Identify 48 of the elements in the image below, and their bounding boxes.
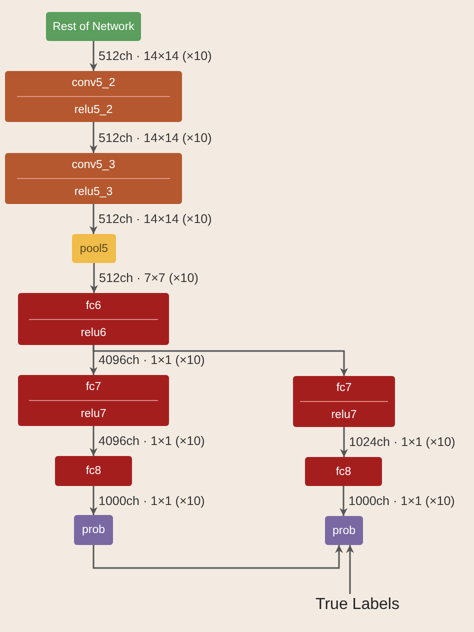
layer-name: fc8 [336, 464, 352, 480]
arrow [90, 204, 98, 234]
layer-box [325, 516, 363, 545]
layer-box [305, 457, 382, 486]
layer-name: relu7 [80, 407, 106, 422]
layer-box [72, 234, 116, 263]
arrow [90, 122, 98, 153]
edge-label: 1000ch · 1×1 (×10) [98, 492, 205, 508]
layer-name: relu5_2 [74, 103, 113, 118]
layer-name: conv5_2 [72, 76, 116, 91]
layer-name: fc8 [86, 464, 102, 479]
layer-box [18, 293, 169, 345]
arrow [340, 486, 348, 516]
layer-name: fc7 [336, 381, 352, 396]
layer-box [18, 375, 169, 426]
layer-name: prob [332, 524, 356, 538]
arrow [90, 263, 98, 293]
edge-label: 512ch · 14×14 (×10) [98, 211, 212, 227]
edge-label: 4096ch · 1×1 (×10) [98, 352, 205, 368]
layer-name: relu6 [80, 326, 106, 340]
edge-label: 512ch · 14×14 (×10) [98, 48, 212, 64]
layer-box [5, 71, 182, 122]
edge-label: 512ch · 14×14 (×10) [98, 130, 212, 146]
layer-box [5, 153, 182, 204]
edge-label: 4096ch · 1×1 (×10) [98, 433, 205, 449]
arrow [346, 545, 354, 594]
layer-box [293, 376, 395, 427]
node-label: True Labels [305, 594, 410, 616]
layer-name: conv5_3 [72, 158, 116, 173]
edge-label: 1000ch · 1×1 (×10) [348, 493, 455, 509]
layer-name: prob [82, 523, 106, 538]
arrow [92, 345, 348, 376]
edge-label: 512ch · 7×7 (×10) [99, 270, 198, 286]
layer-name: fc7 [86, 380, 102, 395]
edge-label: 1024ch · 1×1 (×10) [349, 434, 456, 450]
layer-name: fc6 [86, 298, 102, 314]
layer-name: relu5_3 [74, 185, 113, 200]
layer-box [74, 515, 113, 545]
layer-name: pool5 [80, 242, 108, 256]
arrow [340, 427, 348, 457]
arrow [90, 486, 98, 515]
arrow [90, 41, 98, 71]
arrow [90, 426, 98, 456]
arrow [92, 545, 343, 569]
layer-box [46, 12, 141, 41]
layer-name: relu7 [331, 408, 357, 423]
layer-name: Rest of Network [52, 20, 134, 34]
layer-box [55, 456, 132, 486]
